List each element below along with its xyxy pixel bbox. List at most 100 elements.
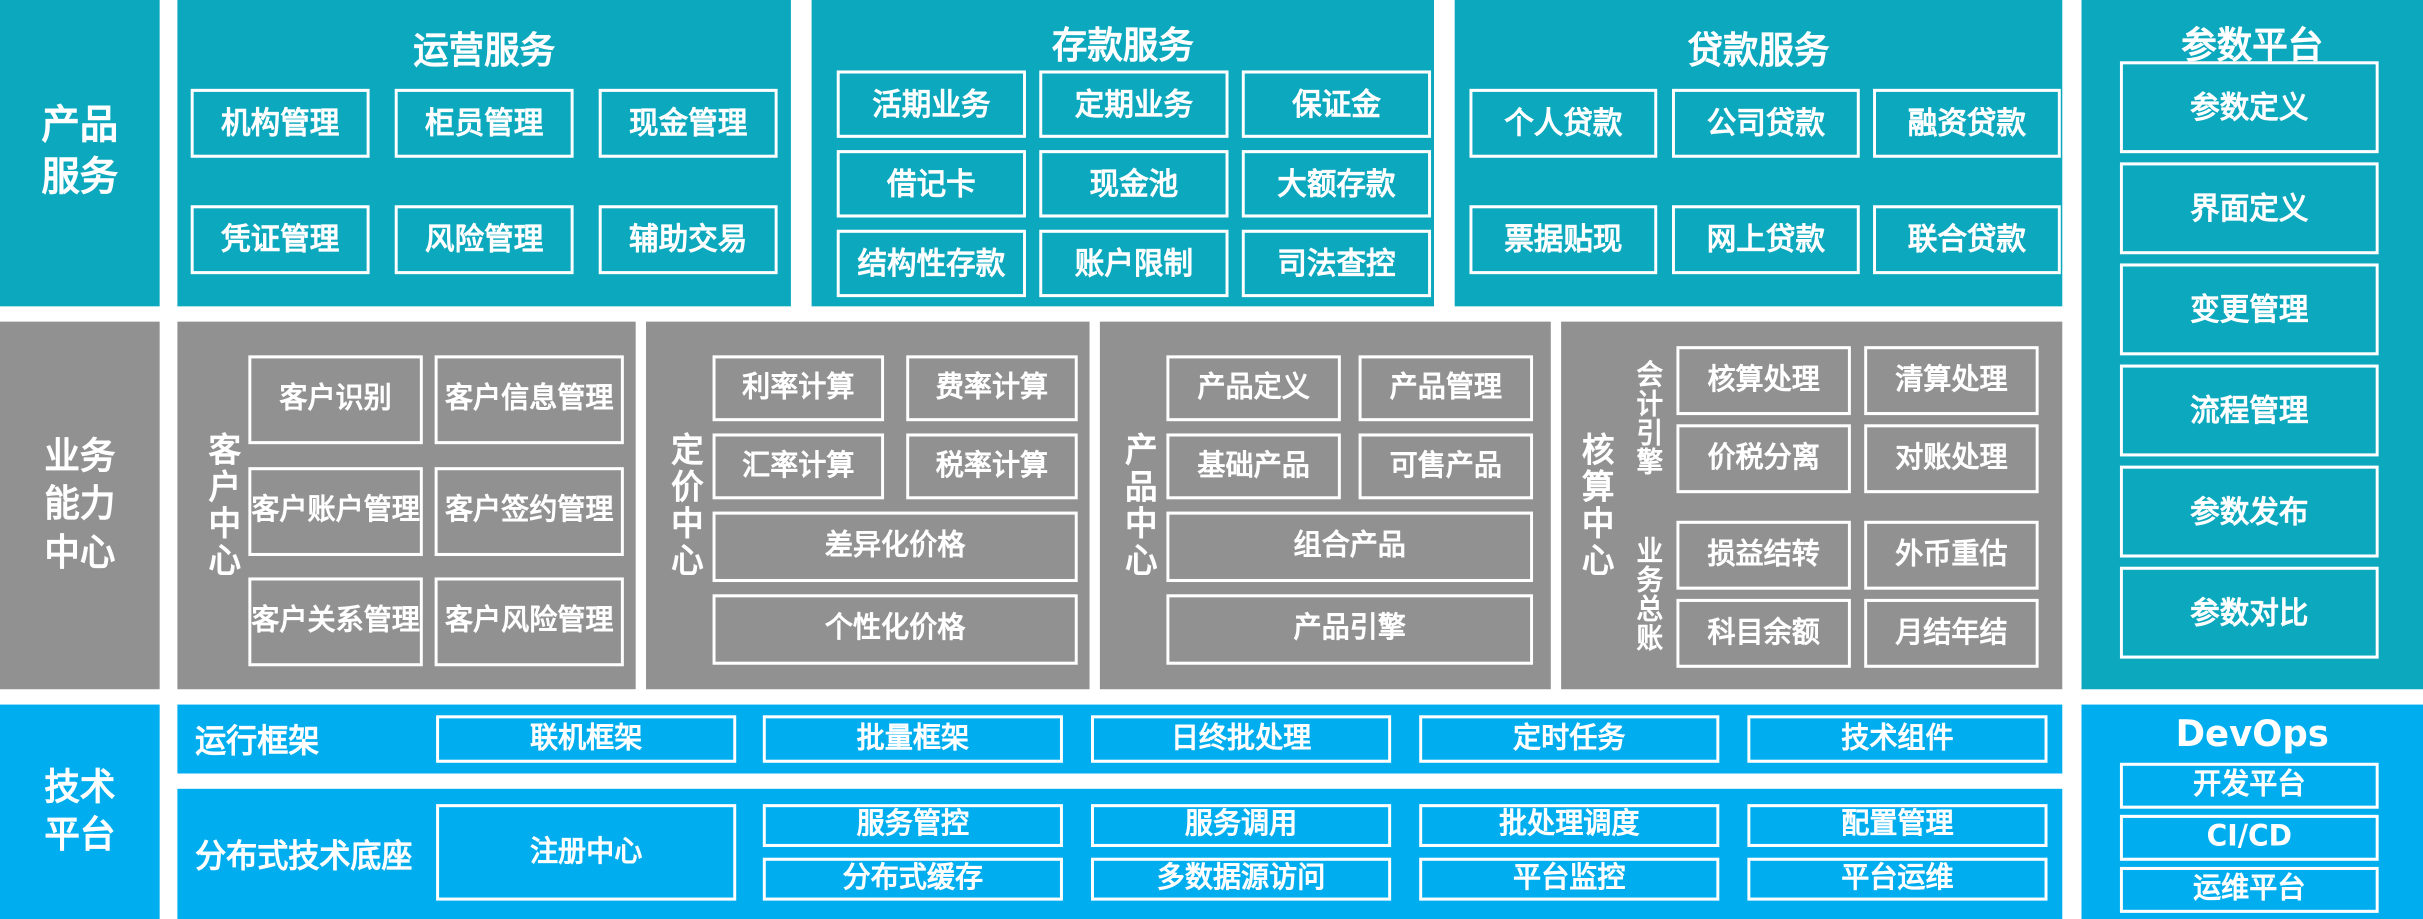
tile-distributed-bottom-3[interactable]: 平台运维 (1747, 857, 2048, 901)
tile-deposit-8[interactable]: 司法查控 (1241, 229, 1432, 298)
tile-registry-center[interactable]: 注册中心 (436, 804, 737, 901)
tile-customer-0[interactable]: 客户识别 (248, 355, 423, 445)
panel-devops: DevOps 开发平台 CI/CD 运维平台 (2081, 704, 2423, 919)
tile-accounting-ledger-0[interactable]: 损益结转 (1676, 520, 1851, 590)
tile-loan-5[interactable]: 联合贷款 (1873, 205, 2061, 275)
tile-customer-1[interactable]: 客户信息管理 (434, 355, 624, 445)
tile-devops-1[interactable]: CI/CD (2119, 814, 2379, 861)
tile-distributed-top-0[interactable]: 服务管控 (762, 804, 1063, 848)
tile-accounting-engine-2[interactable]: 价税分离 (1676, 424, 1851, 494)
product-layer-label: 产品 服务 (0, 0, 160, 306)
capability-label-line3: 中心 (44, 530, 116, 574)
product-layer-label-line1: 产品 (41, 102, 119, 149)
tile-loan-4[interactable]: 网上贷款 (1672, 205, 1860, 275)
tile-distributed-bottom-0[interactable]: 分布式缓存 (762, 857, 1063, 901)
tile-devops-2[interactable]: 运维平台 (2119, 866, 2379, 913)
center-accounting-label: 核算中心 (1575, 431, 1613, 579)
tile-operation-5[interactable]: 辅助交易 (598, 205, 778, 275)
tile-product-3[interactable]: 可售产品 (1358, 433, 1534, 500)
tile-operation-2[interactable]: 现金管理 (598, 88, 778, 158)
tech-layer-label: 技术 平台 (0, 705, 160, 919)
tile-distributed-top-2[interactable]: 批处理调度 (1419, 804, 1720, 848)
tile-deposit-6[interactable]: 结构性存款 (836, 229, 1026, 298)
tile-distributed-top-1[interactable]: 服务调用 (1091, 804, 1392, 848)
tech-layer-label-panel: 技术 平台 (0, 704, 160, 919)
tile-product-2[interactable]: 基础产品 (1166, 433, 1341, 500)
tile-accounting-engine-1[interactable]: 清算处理 (1864, 346, 2039, 416)
capability-label-line2: 能力 (44, 483, 116, 526)
tile-deposit-1[interactable]: 定期业务 (1039, 70, 1229, 138)
tile-pricing-wide-1[interactable]: 个性化价格 (712, 594, 1078, 665)
tile-deposit-3[interactable]: 借记卡 (836, 150, 1026, 218)
tile-runtime-4[interactable]: 技术组件 (1747, 715, 2048, 763)
tile-operation-3[interactable]: 凭证管理 (190, 205, 370, 275)
tile-deposit-0[interactable]: 活期业务 (836, 70, 1026, 138)
group-loan-services: 贷款服务 个人贷款 公司贷款 融资贷款 票据贴现 网上贷款 联合贷款 (1454, 0, 2063, 307)
tile-customer-2[interactable]: 客户账户管理 (248, 467, 423, 556)
tile-customer-5[interactable]: 客户风险管理 (434, 577, 624, 667)
tile-operation-4[interactable]: 风险管理 (394, 205, 574, 275)
group-operation-services: 运营服务 机构管理 柜员管理 现金管理 凭证管理 风险管理 辅助交易 (177, 0, 791, 307)
tile-pricing-wide-0[interactable]: 差异化价格 (712, 511, 1078, 583)
tile-deposit-2[interactable]: 保证金 (1241, 70, 1432, 138)
tile-param-1[interactable]: 界面定义 (2119, 162, 2379, 255)
tile-accounting-ledger-3[interactable]: 月结年结 (1864, 598, 2039, 668)
tile-runtime-3[interactable]: 定时任务 (1419, 715, 1720, 763)
tile-param-0[interactable]: 参数定义 (2119, 61, 2379, 154)
capability-layer-label: 业务 能力 中心 (0, 322, 160, 690)
tile-distributed-top-3[interactable]: 配置管理 (1747, 804, 2048, 848)
panel-parameter-platform: 参数平台 参数定义 界面定义 变更管理 流程管理 参数发布 参数对比 (2081, 0, 2423, 690)
tile-param-2[interactable]: 变更管理 (2119, 263, 2379, 356)
capability-label-line1: 业务 (44, 435, 116, 479)
tile-accounting-engine-3[interactable]: 对账处理 (1864, 424, 2039, 494)
tile-devops-0[interactable]: 开发平台 (2119, 762, 2379, 809)
tile-deposit-5[interactable]: 大额存款 (1241, 150, 1432, 218)
group-title-deposit-services: 存款服务 (1051, 24, 1194, 68)
tile-runtime-0[interactable]: 联机框架 (436, 715, 737, 763)
tile-loan-0[interactable]: 个人贷款 (1469, 88, 1658, 158)
group-title-operation-services: 运营服务 (413, 29, 556, 72)
tile-distributed-bottom-1[interactable]: 多数据源访问 (1091, 857, 1392, 901)
tile-deposit-4[interactable]: 现金池 (1039, 150, 1229, 218)
product-layer-label-line2: 服务 (41, 154, 119, 201)
tile-loan-2[interactable]: 融资贷款 (1873, 88, 2061, 158)
tile-pricing-3[interactable]: 税率计算 (906, 433, 1078, 500)
tech-row-distributed-label: 分布式技术底座 (195, 837, 413, 874)
tile-customer-3[interactable]: 客户签约管理 (434, 467, 624, 556)
group-title-loan-services: 贷款服务 (1687, 29, 1830, 72)
tile-runtime-1[interactable]: 批量框架 (762, 715, 1063, 763)
tile-product-wide-0[interactable]: 组合产品 (1166, 511, 1534, 583)
center-accounting-sublabel-engine: 会计引擎 (1632, 359, 1664, 476)
tile-param-3[interactable]: 流程管理 (2119, 364, 2379, 457)
capability-layer-label-panel: 业务 能力 中心 (0, 321, 160, 690)
tile-loan-1[interactable]: 公司贷款 (1672, 88, 1860, 158)
tech-row-runtime-label: 运行框架 (195, 722, 320, 759)
tile-distributed-bottom-2[interactable]: 平台监控 (1419, 857, 1720, 901)
tile-loan-3[interactable]: 票据贴现 (1469, 205, 1658, 275)
tile-accounting-ledger-1[interactable]: 外币重估 (1864, 520, 2039, 590)
tech-row-distributed: 分布式技术底座 注册中心 服务管控 服务调用 批处理调度 配置管理 分布式缓存 … (177, 788, 2063, 919)
devops-title: DevOps (2175, 712, 2329, 756)
tech-label-line2: 平台 (44, 813, 116, 857)
tile-pricing-1[interactable]: 费率计算 (906, 355, 1078, 422)
tile-deposit-7[interactable]: 账户限制 (1039, 229, 1229, 298)
tile-accounting-engine-0[interactable]: 核算处理 (1676, 346, 1851, 416)
center-accounting-sublabel-ledger: 业务总账 (1632, 535, 1664, 652)
tile-product-wide-1[interactable]: 产品引擎 (1166, 594, 1534, 665)
tile-pricing-2[interactable]: 汇率计算 (712, 433, 885, 500)
tile-operation-1[interactable]: 柜员管理 (394, 88, 574, 158)
tile-product-0[interactable]: 产品定义 (1166, 355, 1341, 422)
center-accounting: 核算中心 会计引擎 业务总账 核算处理 清算处理 价税分离 对账处理 损益结转 … (1561, 321, 2063, 690)
tile-param-4[interactable]: 参数发布 (2119, 465, 2379, 558)
tile-customer-4[interactable]: 客户关系管理 (248, 577, 423, 667)
center-product-label: 产品中心 (1119, 431, 1157, 579)
tile-product-1[interactable]: 产品管理 (1358, 355, 1534, 422)
center-product: 产品中心 产品定义 产品管理 基础产品 可售产品 组合产品 产品引擎 (1099, 321, 1551, 690)
tile-pricing-0[interactable]: 利率计算 (712, 355, 885, 422)
tile-runtime-2[interactable]: 日终批处理 (1091, 715, 1392, 763)
tile-accounting-ledger-2[interactable]: 科目余额 (1676, 598, 1851, 668)
tile-operation-0[interactable]: 机构管理 (190, 88, 370, 158)
tech-label-line1: 技术 (44, 765, 116, 809)
tile-param-5[interactable]: 参数对比 (2119, 566, 2379, 659)
